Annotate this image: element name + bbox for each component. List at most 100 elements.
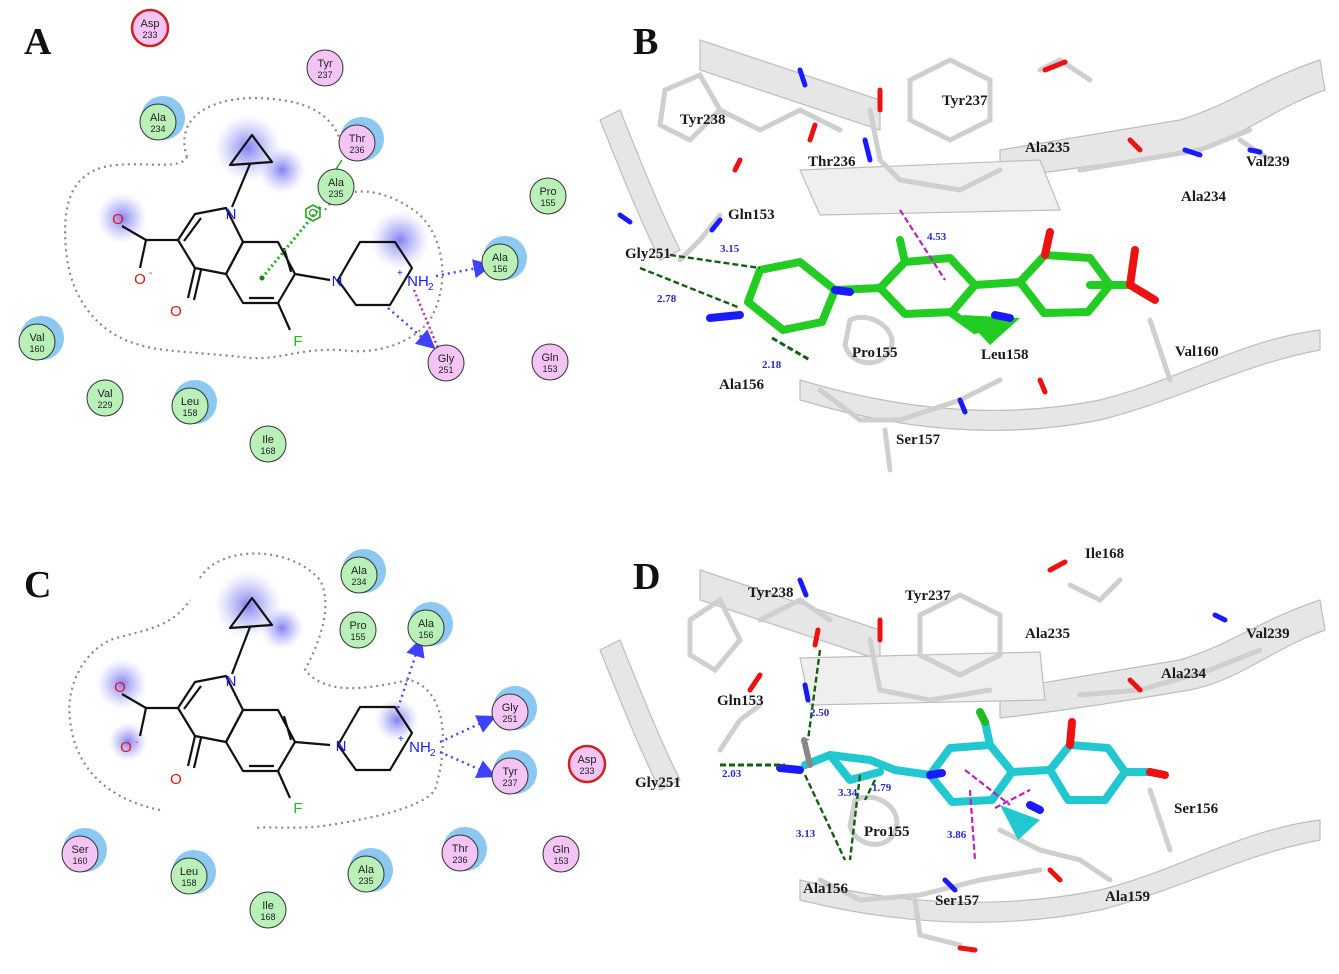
hbond-arrow <box>396 637 425 709</box>
residue-name: Leu <box>181 396 199 408</box>
residue-name: Leu <box>180 866 198 878</box>
residue-label: Ala156 <box>803 881 849 897</box>
residue-name: Ile <box>262 434 274 446</box>
residue-disc <box>347 855 385 893</box>
pocket-outline-c <box>68 552 445 830</box>
residue-number: 233 <box>579 766 594 776</box>
residue-name: Gln <box>541 352 558 364</box>
ligand-3d-b <box>744 236 1134 334</box>
hbond-line <box>848 774 862 861</box>
residue-label: Thr236 <box>808 154 856 170</box>
residue-name: Thr <box>452 843 469 855</box>
residue-disc <box>306 49 344 87</box>
residue-disc <box>249 891 287 929</box>
hbond-line <box>806 649 822 741</box>
residue-name: Ala <box>328 177 345 189</box>
distance-label: 3.13 <box>796 828 816 840</box>
residue-number: 160 <box>29 344 44 354</box>
residue-number: 156 <box>418 630 433 640</box>
distance-label: 4.53 <box>927 231 947 243</box>
atom-o: O <box>120 739 132 756</box>
ligand-heteroatoms-b <box>706 228 1159 322</box>
distance-label: 2.03 <box>722 768 742 780</box>
residue-label: Pro155 <box>864 824 910 840</box>
residue-disc <box>491 693 529 731</box>
residue-disc <box>427 344 465 382</box>
residue-gln-153: Gln153 <box>542 835 580 873</box>
residue-name: Gln <box>552 844 569 856</box>
panel-letter-d: D <box>633 556 660 598</box>
residue-label: Ala234 <box>1181 189 1227 205</box>
residue-label: Tyr238 <box>748 585 794 601</box>
residue-number: 153 <box>542 364 557 374</box>
ligand-3d-d <box>801 718 1154 806</box>
atom-f: F <box>293 333 302 350</box>
residue-label: Ser156 <box>1174 801 1219 817</box>
contact-blob <box>96 658 148 710</box>
residue-gly-251: Gly251 <box>427 344 465 382</box>
residue-number: 251 <box>502 714 517 724</box>
residue-label: Gly251 <box>625 246 671 262</box>
heteroatom-tips-b <box>617 59 1263 415</box>
distance-label: 3.86 <box>947 829 967 841</box>
residue-number: 236 <box>349 145 364 155</box>
residue-gln-153: Gln153 <box>531 343 569 381</box>
residue-number: 234 <box>351 577 366 587</box>
residue-pro-155: Pro155 <box>529 177 567 215</box>
residue-disc <box>567 744 607 784</box>
residue-name: Ala <box>418 618 435 630</box>
panel-b: B <box>599 21 1326 473</box>
residue-number: 156 <box>492 264 507 274</box>
residue-number: 237 <box>317 70 332 80</box>
residue-name: Pro <box>539 186 556 198</box>
residue-thr-236: Thr236 <box>441 827 487 872</box>
residue-name: Val <box>97 388 112 400</box>
atom-n: N <box>336 738 347 755</box>
atom-sub: 2 <box>430 748 436 759</box>
charge-plus: + <box>397 268 403 279</box>
residue-name: Ala <box>351 565 368 577</box>
residue-number: 234 <box>150 124 165 134</box>
residue-disc <box>407 609 445 647</box>
residue-label: Ala235 <box>1025 626 1070 642</box>
contact-blob <box>375 698 419 742</box>
residue-name: Gly <box>502 702 519 714</box>
residue-disc <box>170 857 208 895</box>
panel-letter-c: C <box>24 564 51 606</box>
residue-label: Tyr237 <box>942 93 988 109</box>
residue-label: Ala235 <box>1025 140 1070 156</box>
residue-number: 158 <box>182 408 197 418</box>
atom-nh2: NH <box>407 273 429 290</box>
contact-blob <box>370 210 430 270</box>
residue-ile-168: Ile168 <box>249 425 287 463</box>
residue-number: 236 <box>452 855 467 865</box>
residue-disc <box>139 103 177 141</box>
ligand-heteroatoms-d <box>776 708 1169 814</box>
hbond-line <box>669 253 761 270</box>
atom-o: O <box>170 771 182 788</box>
panel-a: A <box>18 8 569 463</box>
residue-label: Pro155 <box>852 345 898 361</box>
residue-number: 158 <box>181 878 196 888</box>
residue-name: Thr <box>349 133 366 145</box>
panel-c: C N N O O - O F + <box>24 549 607 929</box>
residue-name: Asp <box>578 754 597 766</box>
atom-o: O <box>112 211 124 228</box>
charge-minus: - <box>135 737 138 748</box>
residue-disc <box>317 168 355 206</box>
residue-label: Val239 <box>1246 154 1290 170</box>
residue-label: Val160 <box>1175 344 1219 360</box>
pi-line <box>968 789 977 861</box>
residue-disc <box>61 835 99 873</box>
residue-ala-235: Ala235 <box>317 168 355 206</box>
panel-letter-b: B <box>633 21 658 63</box>
hbond-line <box>803 774 847 861</box>
residue-label: Gln153 <box>728 207 775 223</box>
residue-val-160: Val160 <box>18 316 64 361</box>
panel-letter-a: A <box>24 21 52 63</box>
distance-label: 3.15 <box>720 243 740 255</box>
residue-disc <box>249 425 287 463</box>
residue-number: 160 <box>72 856 87 866</box>
residue-name: Tyr <box>502 766 518 778</box>
